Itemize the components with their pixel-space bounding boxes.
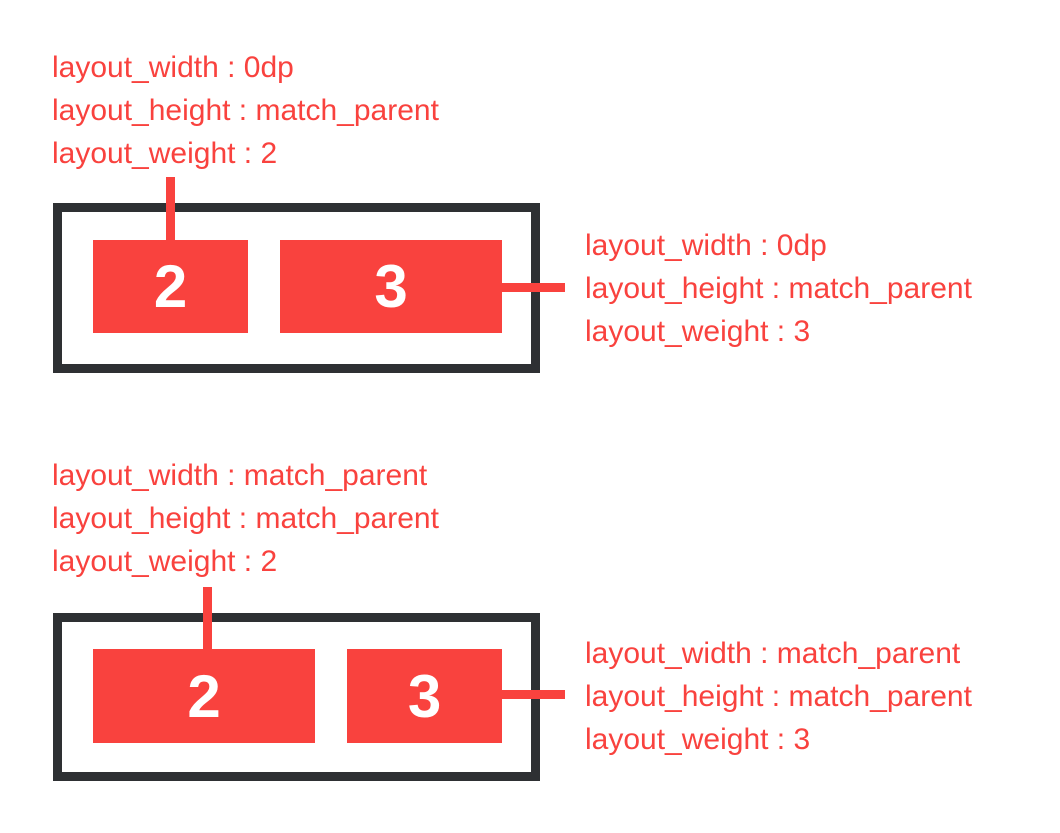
annotation-line: layout_width : 0dp [585,229,827,262]
annotation-line: layout_height : match_parent [585,272,972,305]
annotation-line: layout_height : match_parent [585,680,972,713]
annotation-line: layout_width : match_parent [585,637,961,670]
annotation-line: layout_width : match_parent [52,459,428,492]
annotation-line: layout_weight : 2 [52,545,278,578]
annotation-line: layout_weight : 2 [52,137,278,170]
connector-line-vertical [166,177,175,245]
annotation-line: layout_width : 0dp [52,51,294,84]
weight-box-value: 3 [374,253,408,320]
weight-box-2: 2 [93,649,315,743]
weight-box-3: 3 [280,240,502,333]
annotation-line: layout_height : match_parent [52,502,439,535]
annotation-line: layout_weight : 3 [585,315,811,348]
annotation-bottom-right: layout_width : match_parent layout_heigh… [585,632,972,761]
connector-line-vertical [203,587,212,651]
annotation-line: layout_weight : 3 [585,723,811,756]
annotation-line: layout_height : match_parent [52,94,439,127]
annotation-top-right: layout_width : 0dp layout_height : match… [585,224,972,353]
weight-box-3: 3 [347,649,502,743]
annotation-bottom-left: layout_width : match_parent layout_heigh… [52,454,439,583]
weight-box-2: 2 [93,240,248,333]
annotation-top-left: layout_width : 0dp layout_height : match… [52,46,439,175]
weight-box-value: 2 [153,253,188,320]
weight-box-value: 3 [407,662,442,730]
connector-line-horizontal [500,283,565,292]
weight-box-value: 2 [187,662,221,730]
connector-line-horizontal [500,690,565,699]
